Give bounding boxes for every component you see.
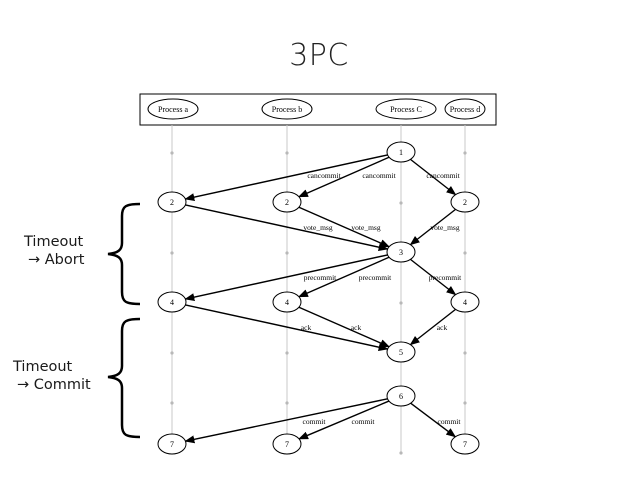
process-label-3: Process d <box>450 105 480 114</box>
state-label-n7d: 7 <box>463 440 467 449</box>
state-node-n2d <box>450 191 480 213</box>
state-node-n5 <box>386 341 416 363</box>
state-label-n7b: 7 <box>285 440 289 449</box>
lifeline-tick <box>170 351 174 355</box>
edge-n6-n7a <box>184 398 388 444</box>
edge-n1-n2b <box>298 156 390 198</box>
lifeline-tick <box>399 201 403 205</box>
edge-label: vote_msg <box>430 223 459 232</box>
lifeline-tick <box>463 251 467 255</box>
lifeline-tick <box>399 301 403 305</box>
state-label-n6: 6 <box>399 392 403 401</box>
edge-n4b-n5 <box>298 306 390 348</box>
state-label-n2d: 2 <box>463 198 467 207</box>
state-label-n1: 1 <box>399 148 403 157</box>
message-label-vote_msg: vote_msg <box>351 223 380 232</box>
edge-label: commit <box>303 417 327 426</box>
commit-annotation-line2: → Commit <box>17 377 91 393</box>
state-label-n4a: 4 <box>170 298 174 307</box>
abort-annotation-line1: Timeout <box>23 234 84 250</box>
state-node-n2a <box>157 191 187 213</box>
edge-label: precommit <box>429 273 462 282</box>
lifeline-tick <box>285 351 289 355</box>
message-label-ack: ack <box>351 323 362 332</box>
lifeline-tick <box>463 151 467 155</box>
state-node-n3 <box>386 241 416 263</box>
lifeline-tick <box>170 401 174 405</box>
edge-n4a-n5 <box>185 304 389 352</box>
lifeline-tick <box>170 151 174 155</box>
edge-label: cancommit <box>426 171 460 180</box>
state-label-n2a: 2 <box>170 198 174 207</box>
edge-n6-n7d <box>410 402 457 438</box>
edge-n3-n4b <box>298 256 390 298</box>
state-node-n1 <box>386 141 416 163</box>
process-oval-2 <box>375 98 437 120</box>
edge-n2a-n3 <box>185 204 389 252</box>
abort-brace <box>107 202 141 306</box>
state-label-n5: 5 <box>399 348 403 357</box>
message-label-commit: commit <box>352 417 376 426</box>
state-label-n2b: 2 <box>285 198 289 207</box>
state-label-n3: 3 <box>399 248 403 257</box>
edge-label: commit <box>438 417 462 426</box>
commit-annotation-line1: Timeout <box>12 359 73 375</box>
edge-n2b-n3 <box>298 206 390 248</box>
edge-label: cancommit <box>307 171 341 180</box>
process-label-0: Process a <box>158 105 188 114</box>
diagram-title: 3PC <box>289 38 349 73</box>
message-label-precommit: precommit <box>359 273 392 282</box>
process-label-1: Process b <box>272 105 302 114</box>
edge-label: ack <box>437 323 448 332</box>
edge-n1-n2d <box>410 158 457 196</box>
state-node-n2b <box>272 191 302 213</box>
lifeline-tick <box>285 151 289 155</box>
commit-brace <box>107 317 141 439</box>
lifeline-tick <box>285 251 289 255</box>
edge-n2d-n3 <box>409 208 456 246</box>
lifeline-tick <box>399 451 403 455</box>
state-node-n7d <box>450 433 480 455</box>
state-node-n4a <box>157 291 187 313</box>
edge-n3-n4d <box>410 258 457 296</box>
edge-label: vote_msg <box>303 223 332 232</box>
edge-n4d-n5 <box>409 308 456 346</box>
message-label-cancommit: cancommit <box>362 171 396 180</box>
process-oval-0 <box>147 98 199 120</box>
edge-label: ack <box>301 323 312 332</box>
state-node-n7a <box>157 433 187 455</box>
state-node-n7b <box>272 433 302 455</box>
abort-annotation-line2: → Abort <box>28 252 85 268</box>
edge-label: precommit <box>304 273 337 282</box>
edge-n6-n7b <box>298 400 390 440</box>
state-label-n4d: 4 <box>463 298 467 307</box>
state-node-n6 <box>386 385 416 407</box>
process-header-box <box>139 93 497 126</box>
lifeline-tick <box>170 251 174 255</box>
lifeline-tick <box>463 401 467 405</box>
process-label-2: Process C <box>390 105 422 114</box>
lifeline-tick <box>463 351 467 355</box>
lifeline-tick <box>285 401 289 405</box>
edge-n3-n4a <box>184 254 388 302</box>
state-label-n4b: 4 <box>285 298 289 307</box>
process-oval-1 <box>261 98 313 120</box>
state-node-n4d <box>450 291 480 313</box>
edge-n1-n2a <box>184 154 388 202</box>
state-label-n7a: 7 <box>170 440 174 449</box>
process-oval-3 <box>444 98 486 120</box>
state-node-n4b <box>272 291 302 313</box>
